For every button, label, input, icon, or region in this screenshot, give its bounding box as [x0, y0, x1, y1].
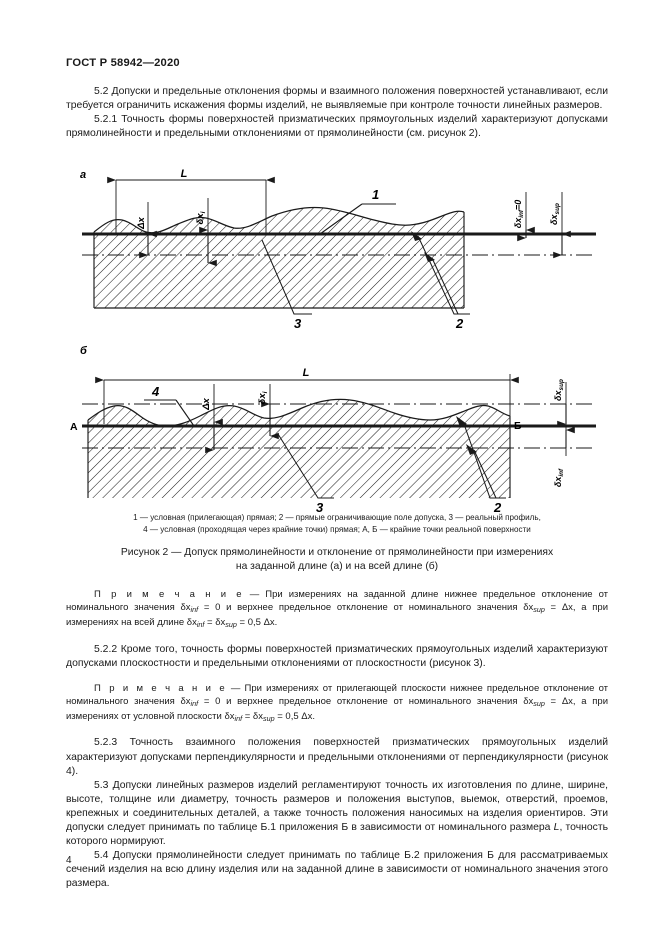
dimension-label-L-b: L — [303, 367, 310, 379]
note-1-sub-1: inf — [190, 605, 199, 615]
note-2-sub-4: sup — [262, 714, 275, 724]
paragraph-5-2-3: 5.2.3 Точность взаимного положения повер… — [66, 737, 608, 777]
note-1-sub-2: sup — [533, 605, 545, 615]
callout-line-2-leader1-a — [417, 235, 470, 315]
note-1-text-1: — При измерениях на заданной длине нижне… — [66, 589, 609, 614]
paragraph-5-4: 5.4 Допуски прямолинейности следует прин… — [66, 850, 608, 890]
note-2-text-3: = Δx, а при измерениях от условной плоск… — [66, 696, 609, 723]
part-a-label: а — [80, 169, 86, 181]
spacer-1 — [66, 632, 608, 643]
note-2-text-1: — При измерениях от прилегающей плоскост… — [66, 682, 608, 708]
note-2-sub-3: inf — [234, 714, 243, 724]
callout-line-2-leader2-b — [473, 449, 497, 499]
part-b-label: б — [80, 345, 88, 357]
note-1-text-4: = δx — [204, 617, 226, 629]
paragraph-5-2-1: 5.2.1 Точность формы поверхностей призма… — [66, 114, 608, 140]
profile-side-edges-a — [93, 212, 465, 308]
point-label-A-b: А — [70, 421, 78, 433]
note-2-sub-2: sup — [533, 699, 545, 709]
note-1-sub-3: inf — [196, 620, 205, 630]
note-2-sub-1: inf — [190, 699, 199, 709]
dimension-label-dxsup-a: δxsup — [549, 203, 561, 225]
note-2-text-4: = δx — [242, 711, 263, 723]
note-1-text-2: = 0 и верхнее предельное отклонение от н… — [198, 602, 534, 614]
real-profile-outline-b — [87, 398, 511, 427]
note-1-text-3: = Δx, а при измерениях на всей длине δx — [66, 602, 609, 629]
dimension-label-dx-b: Δx — [201, 397, 212, 410]
diagram-part-a: а L Δx — [80, 168, 596, 331]
paragraph-5-3-symbol-L: L — [553, 822, 560, 834]
paragraph-5-3: 5.3 Допуски линейных размеров изделий ре… — [66, 779, 608, 849]
figure-2-caption: Рисунок 2 — Допуск прямолинейности и отк… — [66, 546, 608, 573]
spacer-2 — [66, 671, 608, 682]
paragraph-5-3-text-a: 5.3 Допуски линейных размеров изделий ре… — [66, 779, 608, 834]
callout-line-4-leader-b — [175, 399, 195, 427]
document-body: 5.2 Допуски и предельные отклонения форм… — [66, 85, 608, 141]
note-2-label: П р и м е ч а н и е — [94, 682, 227, 694]
dimension-label-dxinf-zero-a: δxinf=0 — [513, 200, 525, 229]
dimension-label-dxi-b: δxi — [257, 391, 269, 404]
note-2: П р и м е ч а н и е — При измерениях от … — [66, 682, 608, 726]
callout-2-arrowhead-upper-a — [411, 231, 422, 241]
callout-label-3-a: 3 — [294, 316, 302, 331]
figure-2-svg: а L Δx — [70, 168, 596, 513]
dimension-label-L-a: L — [181, 168, 188, 180]
paragraph-5-3-text-b: , точность которого нормируют. — [66, 822, 608, 848]
callout-label-2-a: 2 — [455, 316, 464, 331]
dimension-label-dxsup-b: δxsup — [553, 379, 565, 401]
note-2-text-2: = 0 и верхнее предельное отклонение от н… — [198, 696, 534, 708]
real-profile-hatch-a — [94, 207, 464, 309]
callout-label-3-b: 3 — [316, 500, 324, 513]
real-profile-hatch-b — [88, 399, 510, 498]
dimension-label-dxi-a: δxi — [195, 211, 207, 224]
paragraph-5-2-2: 5.2.2 Кроме того, точность формы поверхн… — [66, 643, 608, 669]
callout-line-2-leader1-b — [463, 423, 506, 499]
profile-side-edges-b — [87, 416, 511, 498]
callout-label-2-b: 2 — [493, 500, 502, 513]
callout-2-arrowhead-lower-a — [424, 252, 435, 262]
document-body-lower: П р и м е ч а н и е — При измерениях на … — [66, 588, 608, 892]
figure-2-legend-line-1: 1 — условная (прилегающая) прямая; 2 — п… — [133, 513, 541, 522]
note-1-text-5: = 0,5 Δx. — [236, 617, 278, 629]
note-1-sub-4: sup — [225, 620, 237, 630]
figure-2-legend: 1 — условная (прилегающая) прямая; 2 — п… — [66, 512, 608, 535]
figure-2-legend-line-2: 4 — условная (проходящая через крайние т… — [143, 524, 531, 534]
dimension-label-dx-a: Δx — [136, 216, 147, 229]
callout-line-3-a — [261, 239, 312, 315]
callout-line-3-b — [277, 433, 334, 499]
callout-line-2-leader2-a — [431, 257, 459, 315]
figure-2-caption-line-1: Рисунок 2 — Допуск прямолинейности и отк… — [120, 547, 554, 558]
page-number: 4 — [66, 855, 72, 866]
figure-2-caption-line-2: на заданной длине (а) и на всей длине (б… — [235, 560, 439, 572]
callout-label-4-b: 4 — [151, 384, 160, 399]
point-label-B-b: Б — [514, 420, 522, 432]
dimension-label-dxinf-b: δxinf — [553, 468, 565, 487]
callout-line-1-leader-a — [319, 203, 363, 235]
note-1: П р и м е ч а н и е — При измерениях на … — [66, 588, 608, 632]
figure-2-diagram: а L Δx — [66, 168, 608, 513]
note-1-label: П р и м е ч а н и е — [94, 589, 244, 600]
note-2-text-5: = 0,5 Δx. — [274, 711, 315, 723]
callout-2-arrowhead-upper-b — [456, 416, 467, 427]
paragraph-5-2: 5.2 Допуски и предельные отклонения форм… — [66, 86, 608, 112]
spacer-3 — [66, 725, 608, 736]
callout-label-1-a: 1 — [372, 187, 379, 202]
page-header-standard-number: ГОСТ Р 58942—2020 — [66, 57, 180, 69]
diagram-part-b: б L А Б — [70, 345, 596, 513]
callout-2-arrowhead-lower-b — [466, 444, 477, 455]
